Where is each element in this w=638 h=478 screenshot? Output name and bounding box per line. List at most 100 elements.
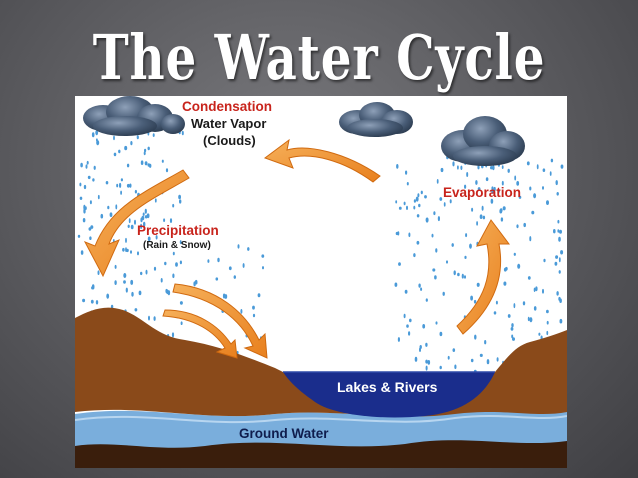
raindrop-icon bbox=[166, 290, 169, 294]
raindrop-icon bbox=[130, 250, 132, 254]
raindrop-icon bbox=[416, 197, 419, 202]
raindrop-icon bbox=[86, 164, 88, 168]
cloud-icon bbox=[441, 116, 525, 166]
raindrop-icon bbox=[134, 220, 136, 225]
raindrop-icon bbox=[476, 221, 478, 226]
raindrop-icon bbox=[490, 166, 493, 169]
label-evaporation: Evaporation bbox=[443, 186, 521, 200]
raindrop-icon bbox=[145, 215, 148, 218]
raindrop-icon bbox=[240, 309, 242, 314]
raindrop-icon bbox=[452, 161, 454, 166]
raindrop-icon bbox=[83, 205, 85, 210]
raindrop-icon bbox=[422, 324, 425, 329]
raindrop-icon bbox=[128, 225, 130, 228]
raindrop-icon bbox=[405, 290, 408, 294]
raindrop-icon bbox=[229, 266, 232, 270]
raindrop-icon bbox=[556, 180, 558, 185]
raindrop-icon bbox=[425, 360, 428, 364]
raindrop-icon bbox=[262, 266, 264, 269]
raindrop-icon bbox=[88, 176, 91, 179]
raindrop-icon bbox=[123, 280, 126, 283]
raindrop-icon bbox=[92, 132, 95, 137]
raindrop-icon bbox=[460, 166, 462, 170]
raindrop-icon bbox=[216, 277, 219, 280]
raindrop-icon bbox=[115, 265, 117, 269]
raindrop-icon bbox=[517, 264, 520, 269]
raindrop-icon bbox=[426, 217, 429, 222]
raindrop-icon bbox=[81, 250, 84, 255]
raindrop-icon bbox=[98, 195, 100, 199]
raindrop-icon bbox=[437, 179, 439, 184]
raindrop-icon bbox=[180, 301, 183, 305]
raindrop-icon bbox=[559, 270, 561, 274]
raindrop-icon bbox=[550, 171, 552, 176]
raindrop-icon bbox=[407, 182, 409, 185]
raindrop-icon bbox=[557, 220, 559, 224]
raindrop-icon bbox=[527, 161, 530, 165]
label-rain-snow: (Rain & Snow) bbox=[143, 241, 211, 251]
raindrop-icon bbox=[484, 340, 486, 344]
raindrop-icon bbox=[101, 214, 104, 219]
raindrop-icon bbox=[558, 297, 560, 301]
raindrop-icon bbox=[89, 227, 92, 230]
raindrop-icon bbox=[127, 164, 129, 168]
raindrop-icon bbox=[130, 280, 133, 285]
label-ground-water: Ground Water bbox=[239, 427, 329, 441]
raindrop-icon bbox=[440, 366, 442, 370]
raindrop-icon bbox=[146, 270, 148, 275]
raindrop-icon bbox=[106, 294, 109, 299]
raindrop-icon bbox=[258, 293, 261, 297]
raindrop-icon bbox=[529, 187, 531, 191]
raindrop-icon bbox=[137, 135, 139, 139]
raindrop-icon bbox=[551, 159, 553, 163]
raindrop-icon bbox=[465, 233, 467, 237]
label-condensation: Condensation bbox=[182, 100, 272, 114]
raindrop-icon bbox=[120, 191, 122, 195]
raindrop-icon bbox=[140, 272, 142, 275]
raindrop-icon bbox=[153, 133, 155, 137]
raindrop-icon bbox=[119, 183, 121, 188]
raindrop-icon bbox=[131, 292, 133, 297]
raindrop-icon bbox=[114, 153, 117, 157]
diagram-canvas bbox=[75, 96, 567, 468]
raindrop-icon bbox=[414, 199, 416, 202]
raindrop-icon bbox=[164, 262, 166, 265]
raindrop-icon bbox=[115, 204, 117, 209]
raindrop-icon bbox=[441, 168, 444, 172]
raindrop-icon bbox=[553, 229, 556, 233]
raindrop-icon bbox=[113, 136, 115, 141]
raindrop-icon bbox=[417, 193, 419, 197]
label-lakes-rivers: Lakes & Rivers bbox=[337, 380, 437, 394]
raindrop-icon bbox=[247, 247, 249, 251]
raindrop-icon bbox=[139, 291, 142, 296]
raindrop-icon bbox=[425, 343, 427, 347]
raindrop-icon bbox=[118, 150, 120, 154]
raindrop-icon bbox=[84, 185, 86, 189]
raindrop-icon bbox=[131, 225, 134, 230]
raindrop-icon bbox=[261, 254, 264, 257]
raindrop-icon bbox=[243, 263, 245, 268]
raindrop-icon bbox=[511, 323, 513, 327]
raindrop-icon bbox=[94, 166, 96, 170]
raindrop-icon bbox=[480, 214, 483, 219]
raindrop-icon bbox=[546, 331, 548, 335]
raindrop-icon bbox=[148, 163, 151, 167]
raindrop-icon bbox=[413, 206, 415, 210]
raindrop-icon bbox=[534, 288, 536, 292]
raindrop-icon bbox=[533, 193, 536, 198]
arrow-icon bbox=[265, 140, 380, 182]
raindrop-icon bbox=[432, 234, 434, 238]
raindrop-icon bbox=[87, 161, 89, 165]
raindrop-icon bbox=[161, 278, 163, 283]
raindrop-icon bbox=[433, 211, 435, 215]
raindrop-icon bbox=[116, 184, 118, 188]
raindrop-icon bbox=[91, 300, 94, 304]
raindrop-icon bbox=[505, 267, 508, 271]
raindrop-icon bbox=[555, 255, 558, 259]
raindrop-icon bbox=[514, 253, 516, 256]
raindrop-icon bbox=[543, 168, 546, 172]
raindrop-icon bbox=[538, 333, 540, 336]
raindrop-icon bbox=[508, 314, 511, 318]
raindrop-icon bbox=[83, 218, 86, 222]
raindrop-icon bbox=[546, 310, 549, 314]
